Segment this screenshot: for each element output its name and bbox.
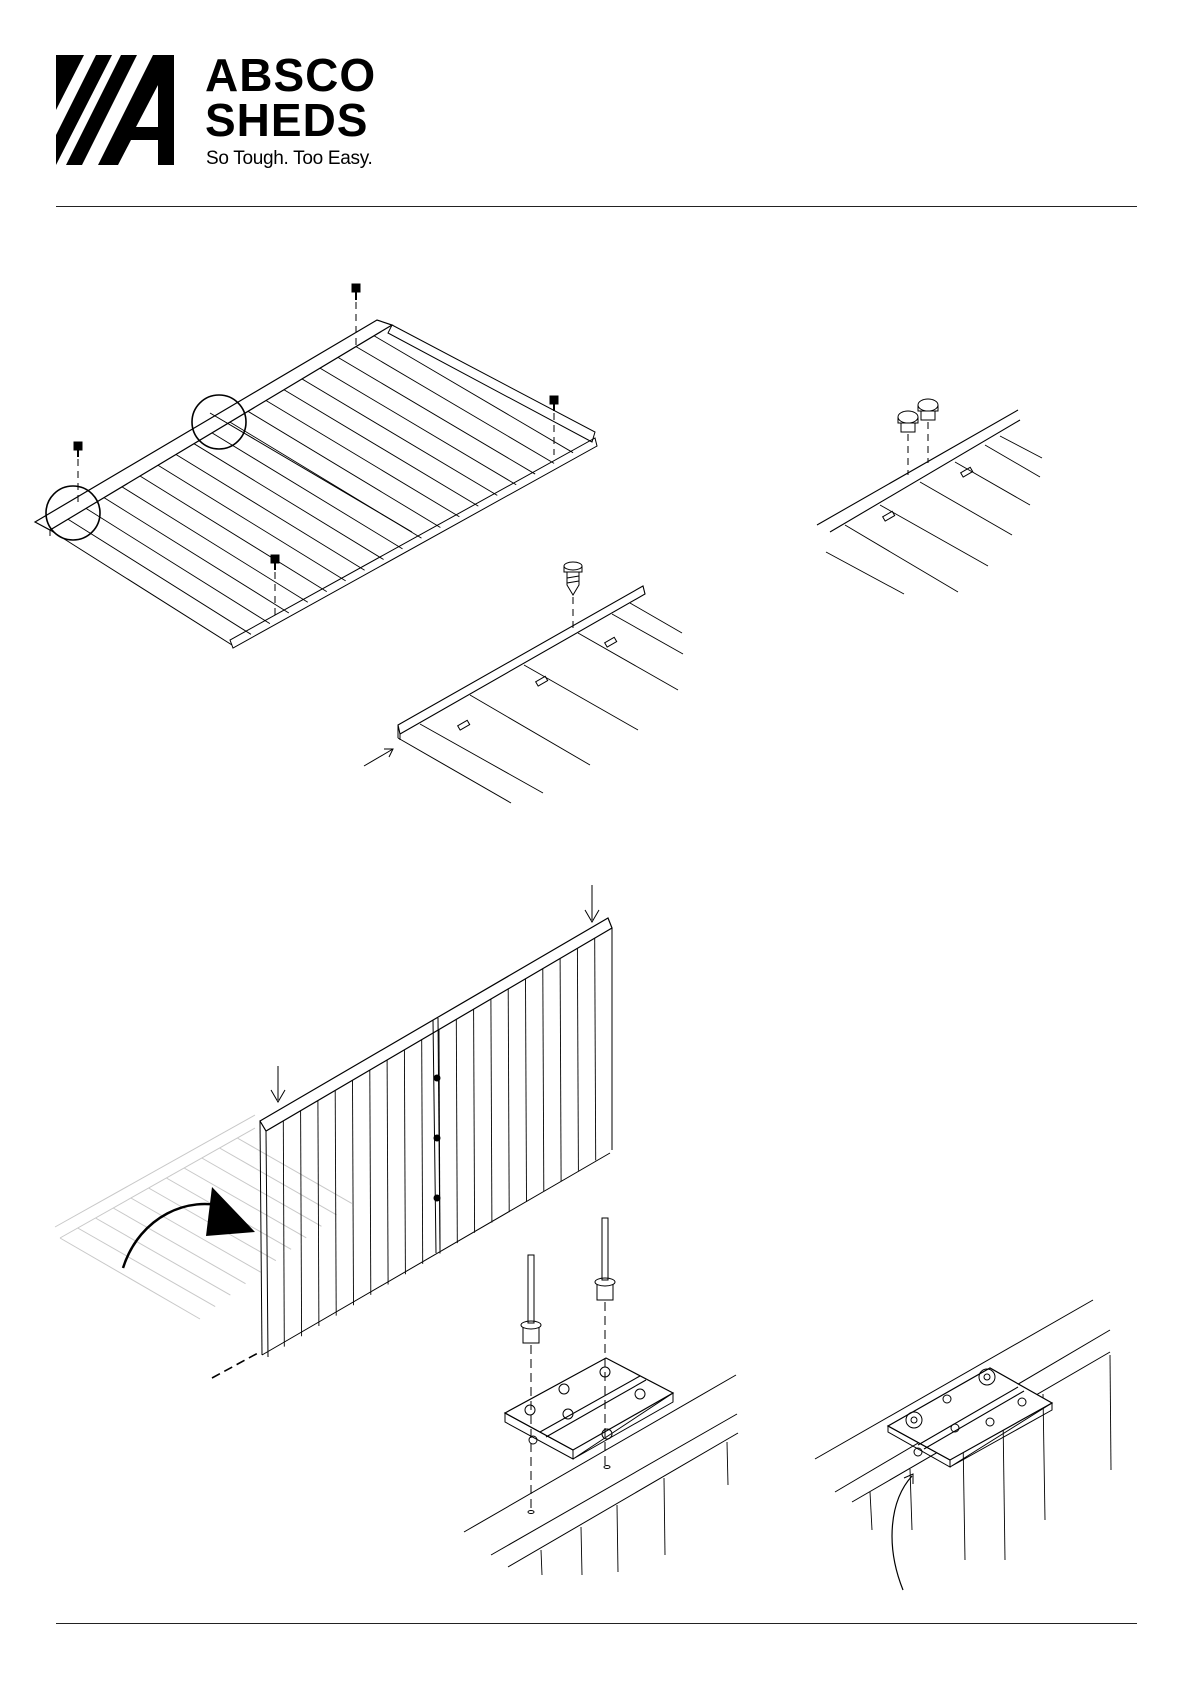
screw-icon (74, 442, 82, 502)
screw-icon (352, 284, 360, 345)
panel-rib-line (387, 1060, 388, 1285)
panel-rib-line (374, 336, 573, 453)
panel-rib-line (474, 1009, 475, 1233)
panel-rib-line (131, 1198, 261, 1272)
panel-rib-line (230, 422, 421, 538)
screw-icon (918, 399, 938, 463)
panel-rib-line (237, 1138, 352, 1203)
panel-rib-line (248, 411, 440, 527)
rotate-arrow-icon (123, 1187, 255, 1268)
panel-rib-line (284, 390, 478, 506)
detail-twin-screws (817, 399, 1042, 594)
panel-rib-line (439, 1030, 440, 1254)
panel-rib-line (302, 379, 497, 495)
panel-rib-line (422, 1040, 423, 1264)
panel-rib-line (577, 948, 578, 1170)
panel-rib-line (301, 1111, 302, 1337)
panel-rib-line (318, 1101, 319, 1326)
rivet-icon (521, 1255, 541, 1514)
panel-rib-line (595, 938, 596, 1160)
panel-rib-line (176, 454, 365, 570)
panel-rib-line (491, 999, 492, 1222)
panel-rib-line (543, 969, 544, 1192)
panel-rib-line (456, 1019, 457, 1243)
panel-rib-line (283, 1121, 284, 1347)
panel-rib-line (353, 1080, 354, 1305)
panel-rib-line (104, 498, 289, 613)
screw-icon (550, 396, 558, 455)
panel-rib-line (78, 1228, 215, 1307)
screw-icon (898, 411, 918, 475)
detail-end-cap-screw (364, 562, 683, 803)
panel-rib-line (86, 508, 270, 623)
panel-rib-line (158, 465, 346, 581)
panel-rib-line (266, 401, 459, 517)
panel-rib-line (560, 958, 561, 1181)
panel-rib-line (68, 519, 251, 634)
panel-rib-line (356, 347, 554, 464)
panel-rib-line (338, 357, 535, 474)
panel-rib-line (335, 1090, 336, 1315)
panel-rib-line (140, 476, 327, 592)
screw-icon (564, 562, 582, 632)
panel-rib-line (122, 487, 308, 602)
panel-rib-line (508, 989, 509, 1212)
panel-rib-line (526, 979, 527, 1202)
panel-assembly-flat-with-screws (35, 284, 597, 648)
panel-rib-line (404, 1050, 405, 1274)
hinge-fitted (815, 1300, 1111, 1590)
hinge-rivet-exploded (464, 1218, 738, 1575)
panel-rib-line (212, 433, 403, 549)
panel-rib-line (194, 444, 384, 560)
panel-rib-line (220, 1148, 337, 1215)
panel-rib-line (370, 1070, 371, 1295)
